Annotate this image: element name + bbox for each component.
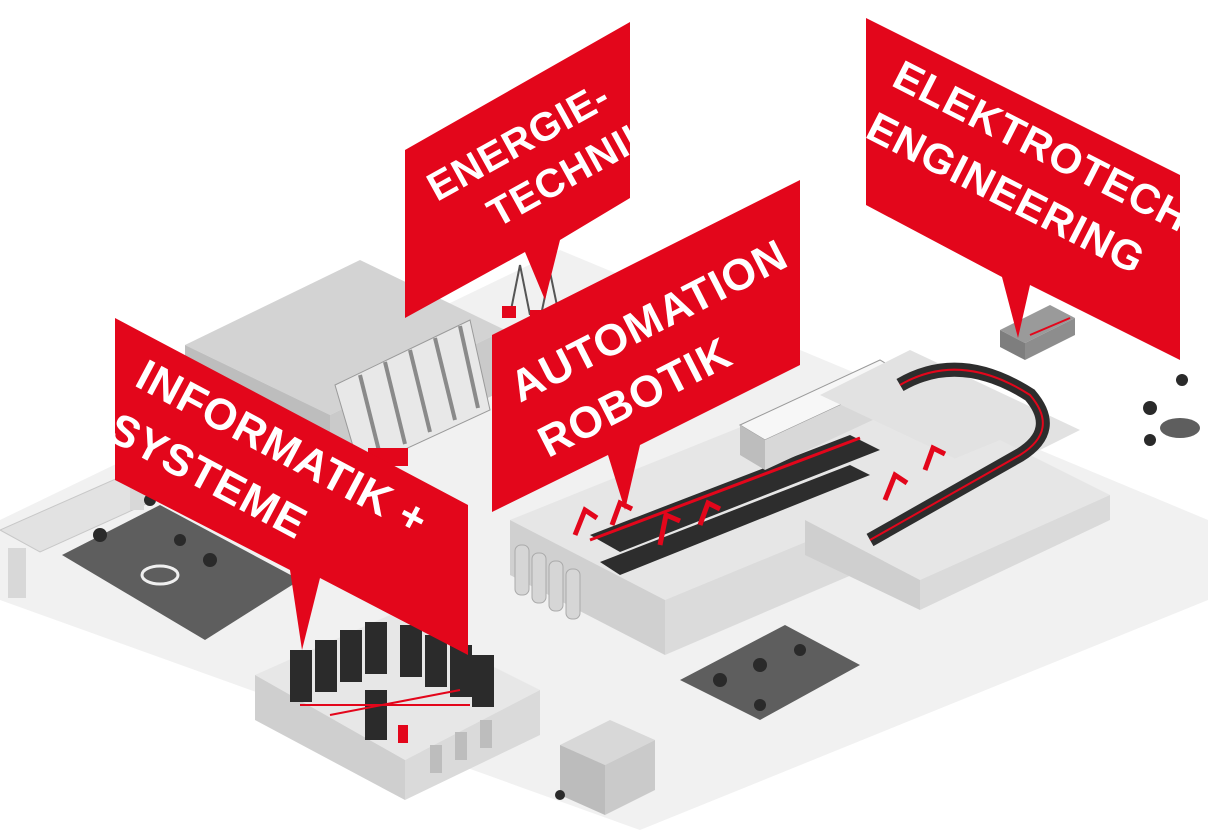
control-cabinets [1000, 305, 1075, 360]
assembly-hall [805, 350, 1110, 610]
sign-energietechnik-panel [405, 22, 630, 318]
right-pond [1143, 374, 1200, 446]
sign-automation-robotik-panel [492, 180, 800, 512]
sign-elektrotech-engineering[interactable]: ELEKTROTECH ENGINEERING [860, 18, 1198, 360]
server-racks [290, 622, 494, 743]
left-park [62, 494, 300, 640]
center-park [680, 625, 860, 720]
sign-informatik-systeme-panel [115, 318, 468, 655]
office-houses [555, 720, 655, 815]
sign-elektrotech-engineering-panel [866, 18, 1180, 360]
